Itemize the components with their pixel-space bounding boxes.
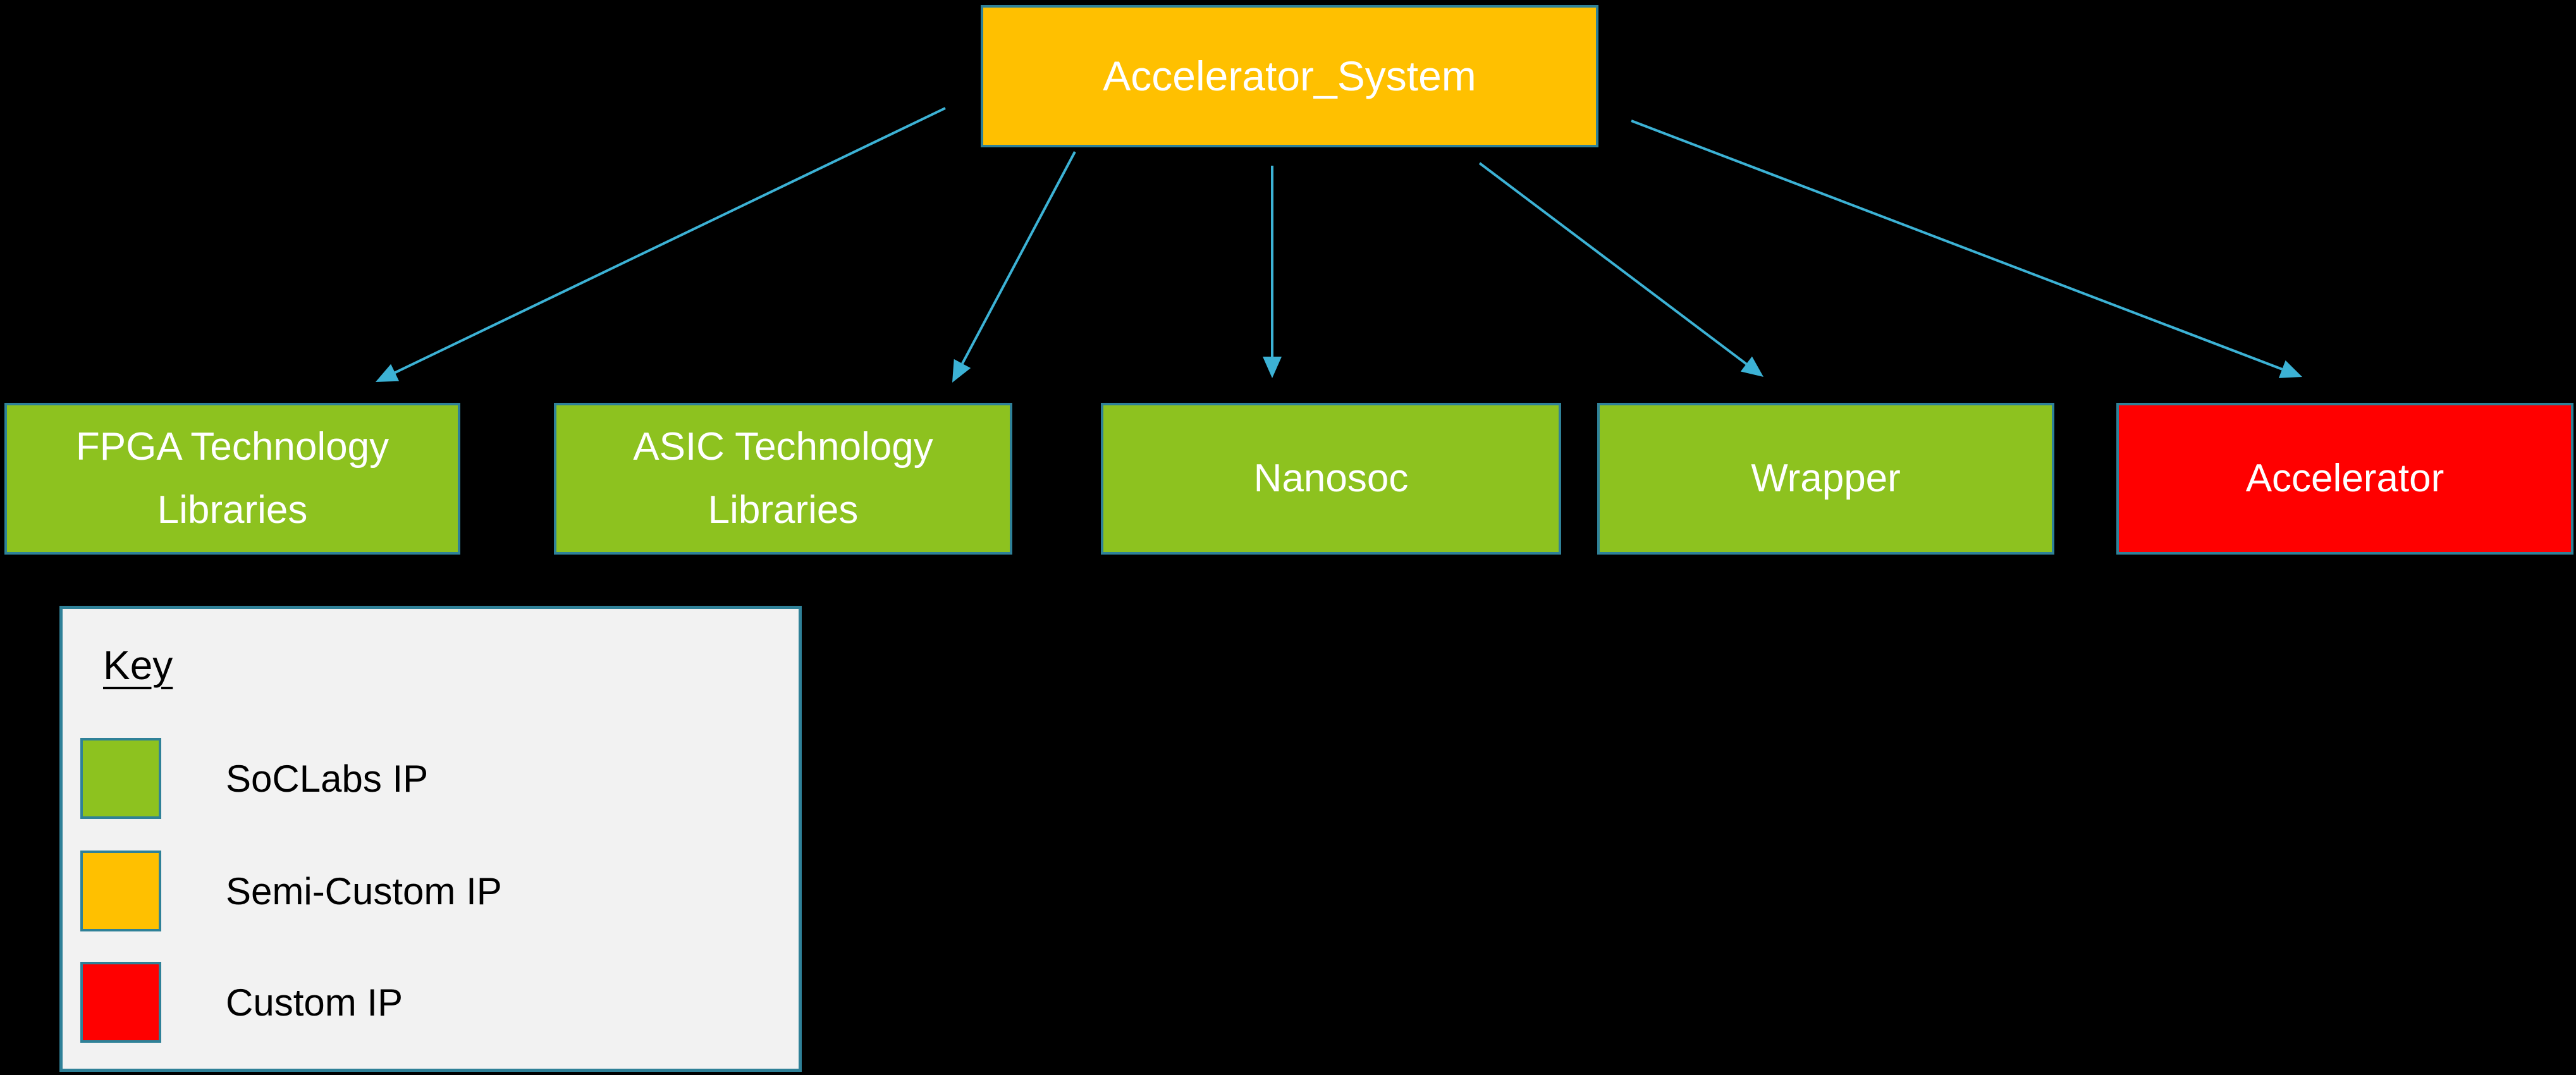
node-wrapper: Wrapper — [1597, 403, 2054, 555]
node-label: Accelerator_System — [1103, 52, 1476, 100]
node-accelerator: Accelerator — [2116, 403, 2573, 555]
node-label: FPGA Technology Libraries — [75, 424, 389, 532]
legend-swatch-custom-ip — [80, 962, 161, 1043]
node-asic-technology-libraries: ASIC Technology Libraries — [554, 403, 1012, 555]
legend-label-semi-custom-ip: Semi-Custom IP — [226, 869, 502, 912]
legend-row-soclabs-ip: SoCLabs IP — [80, 738, 428, 819]
node-label: Wrapper — [1751, 456, 1901, 500]
legend-row-semi-custom-ip: Semi-Custom IP — [80, 851, 502, 931]
arrow-head — [376, 364, 400, 382]
node-fpga-technology-libraries: FPGA Technology Libraries — [4, 403, 460, 555]
key-panel: Key SoCLabs IP Semi-Custom IP Custom IP — [59, 606, 802, 1072]
legend-row-custom-ip: Custom IP — [80, 962, 403, 1043]
arrow-line — [1478, 162, 1748, 366]
arrow-line — [1631, 120, 2283, 371]
node-label: Nanosoc — [1253, 456, 1409, 500]
legend-label-custom-ip: Custom IP — [226, 981, 403, 1024]
node-label: Accelerator — [2245, 456, 2444, 500]
legend-label-soclabs-ip: SoCLabs IP — [226, 757, 429, 800]
arrow-head — [1740, 356, 1763, 377]
arrow-head — [952, 359, 971, 383]
node-nanosoc: Nanosoc — [1101, 403, 1561, 555]
legend-swatch-semi-custom-ip — [80, 851, 161, 931]
arrow-head — [2278, 360, 2302, 378]
legend-swatch-soclabs-ip — [80, 738, 161, 819]
arrow-line — [961, 151, 1076, 364]
key-title: Key — [103, 642, 173, 688]
arrow-line — [394, 107, 946, 374]
node-accelerator-system: Accelerator_System — [981, 5, 1598, 147]
arrow-head — [1263, 357, 1282, 378]
node-label: ASIC Technology Libraries — [633, 424, 933, 532]
